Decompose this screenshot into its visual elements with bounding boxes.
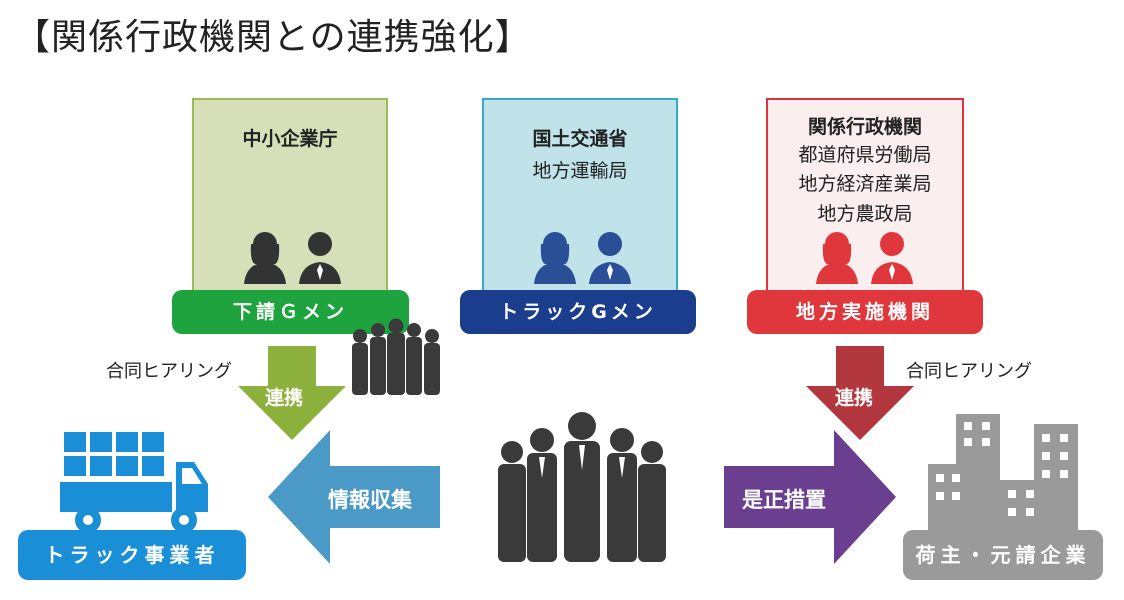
panel-line: 地方経済産業局 bbox=[798, 173, 932, 196]
staff-pair-icon bbox=[816, 232, 913, 284]
info-collection-label: 情報収集 bbox=[328, 488, 412, 512]
band-truck-gmen: トラックGメン bbox=[460, 290, 696, 334]
corrective-action-label: 是正措置 bbox=[742, 488, 826, 512]
panel-line: 地方運輸局 bbox=[532, 160, 628, 182]
panel-line: 都道府県労働局 bbox=[798, 144, 932, 166]
link-label-left: 連携 bbox=[265, 387, 304, 409]
down-arrow-red bbox=[806, 346, 914, 440]
truck-icon bbox=[60, 432, 208, 533]
panel-line: 地方農政局 bbox=[817, 202, 913, 225]
page-title: 【関係行政機関との連携強化】 bbox=[14, 17, 532, 58]
panel-sme-agency: 中小企業庁 bbox=[192, 98, 388, 298]
female-staff-icon bbox=[816, 232, 858, 284]
shipper-label: 荷主・元請企業 bbox=[903, 530, 1103, 580]
panel-heading: 中小企業庁 bbox=[242, 128, 338, 150]
crowd-icon bbox=[498, 412, 666, 562]
staff-pair-icon bbox=[534, 232, 631, 284]
female-staff-icon bbox=[534, 232, 576, 284]
small-crowd-icon bbox=[352, 318, 440, 395]
link-label-right: 連携 bbox=[835, 387, 874, 409]
joint-hearing-label-right: 合同ヒアリング bbox=[906, 361, 1032, 382]
panel-mlit: 国土交通省 地方運輸局 bbox=[482, 98, 678, 298]
buildings-icon bbox=[928, 414, 1078, 534]
staff-pair-icon bbox=[244, 232, 341, 284]
panel-heading: 国土交通省 bbox=[532, 128, 628, 150]
female-staff-icon bbox=[244, 232, 286, 284]
corrective-action-arrow bbox=[724, 430, 896, 564]
panel-heading: 関係行政機関 bbox=[807, 116, 922, 138]
joint-hearing-label-left: 合同ヒアリング bbox=[106, 361, 232, 382]
down-arrow-green bbox=[238, 346, 346, 440]
truck-operator-label: トラック事業者 bbox=[18, 530, 246, 580]
band-subcontract-gmen: 下請Ｇメン bbox=[172, 290, 409, 334]
band-local-agency: 地方実施機関 bbox=[747, 290, 983, 334]
info-collection-arrow bbox=[268, 430, 440, 564]
